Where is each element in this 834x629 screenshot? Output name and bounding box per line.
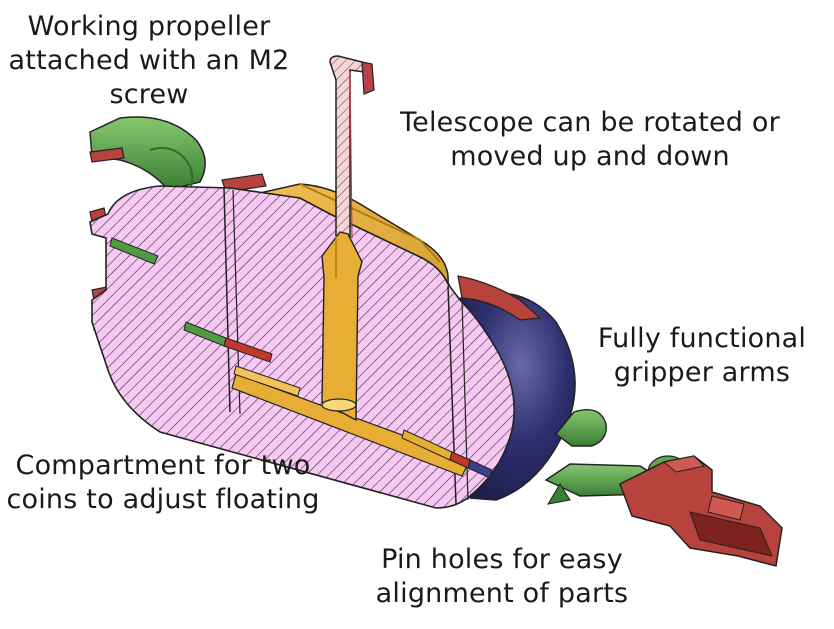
annotation-line: screw bbox=[109, 79, 189, 110]
annotation-line: attached with an M2 bbox=[8, 45, 290, 76]
gripper-arm bbox=[544, 409, 783, 567]
pin-holes bbox=[109, 237, 493, 479]
bulkhead-line bbox=[223, 187, 231, 413]
annotation-line: coins to adjust floating bbox=[6, 484, 320, 515]
annotation-line: Fully functional bbox=[597, 323, 807, 354]
annotation-line: Working propeller bbox=[27, 11, 271, 42]
annotation-line: gripper arms bbox=[613, 357, 791, 388]
annotation-line: alignment of parts bbox=[375, 578, 629, 609]
hull-cross-section bbox=[89, 185, 515, 509]
annotation-telescope: Telescope can be rotated or moved up and… bbox=[400, 106, 780, 174]
annotation-compartment: Compartment for two coins to adjust floa… bbox=[4, 449, 322, 517]
coin-compartment bbox=[231, 365, 471, 477]
annotation-line: Pin holes for easy bbox=[381, 544, 623, 575]
telescope bbox=[321, 55, 375, 422]
annotation-propeller: Working propeller attached with an M2 sc… bbox=[4, 10, 294, 112]
annotation-line: moved up and down bbox=[450, 141, 730, 172]
annotation-line: Compartment for two bbox=[15, 450, 311, 481]
annotation-gripper: Fully functional gripper arms bbox=[586, 322, 818, 390]
annotation-pin-holes: Pin holes for easy alignment of parts bbox=[360, 543, 644, 611]
annotation-line: Telescope can be rotated or bbox=[400, 107, 780, 138]
